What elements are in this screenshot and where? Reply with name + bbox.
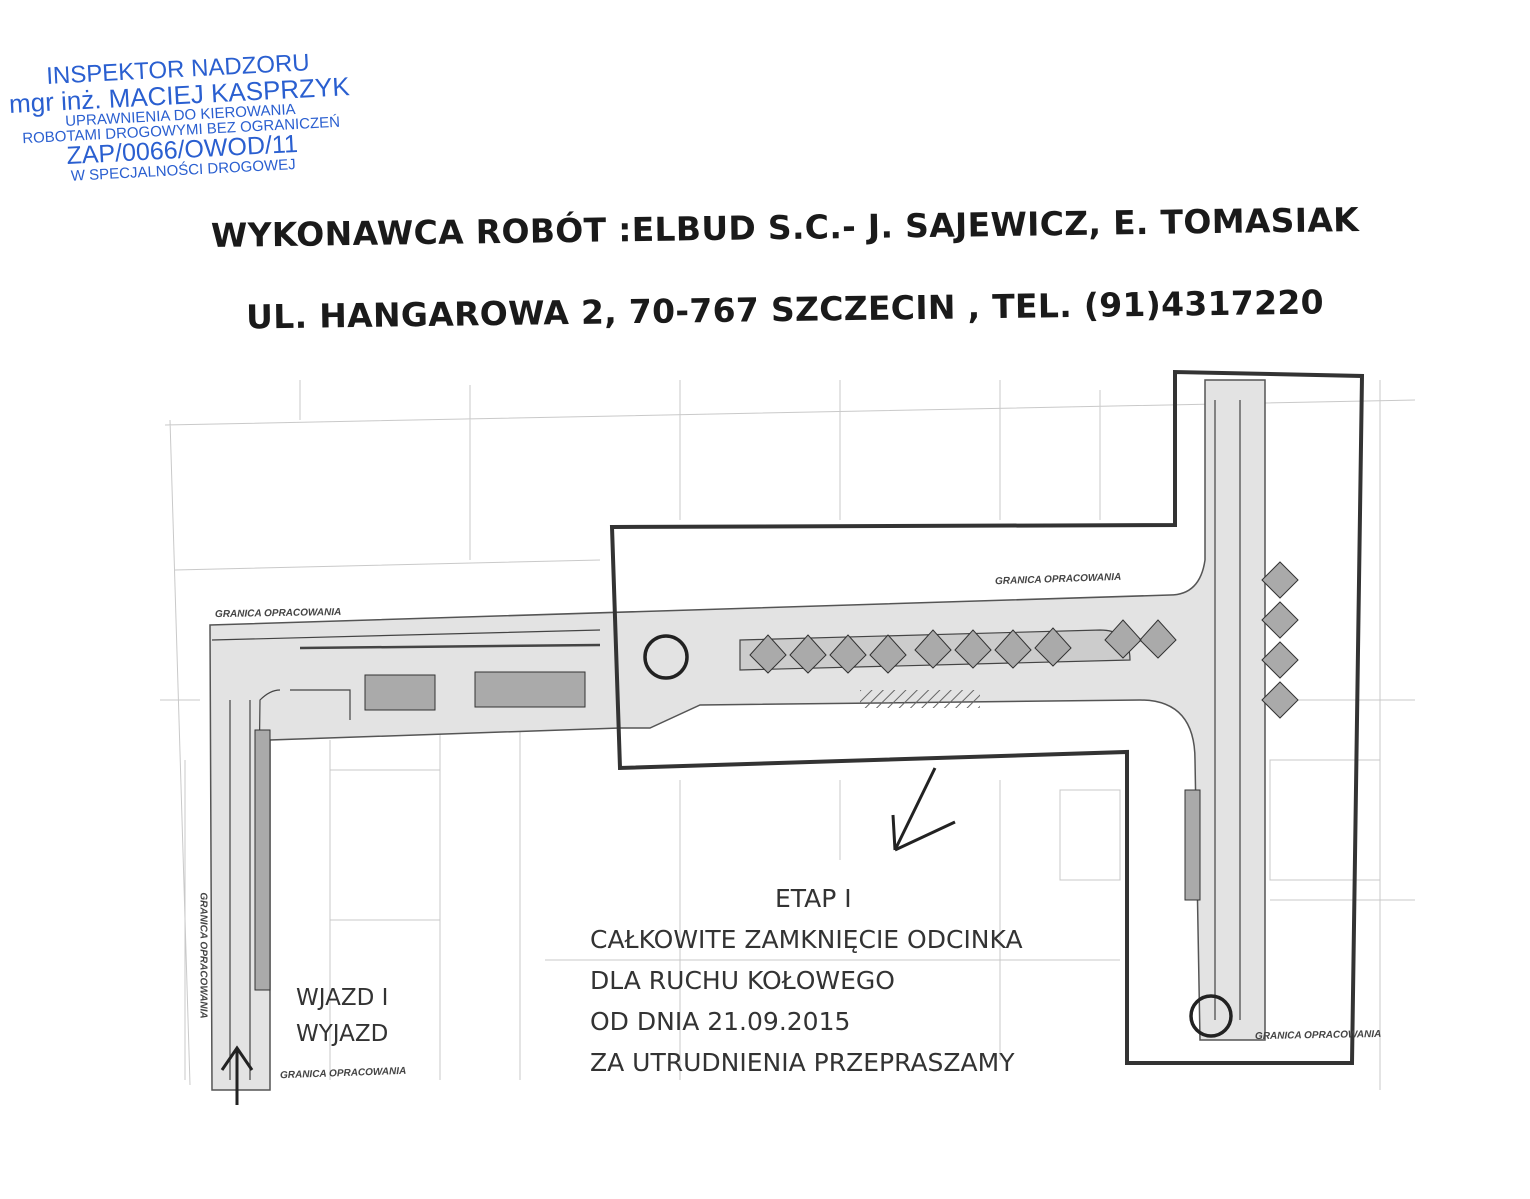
entry-arrow-icon	[220, 1045, 254, 1105]
notice-line: DLA RUCHU KOŁOWEGO	[590, 966, 895, 995]
boundary-label: GRANICA OPRACOWANIA	[214, 606, 342, 621]
circle-marker	[1189, 994, 1233, 1038]
stage-title: ETAP I	[775, 884, 852, 913]
arrow-icon	[891, 767, 956, 852]
circle-marker	[643, 634, 689, 680]
notice-line: ZA UTRUDNIENIA PRZEPRASZAMY	[590, 1048, 1015, 1077]
closure-zone-outline	[609, 369, 1365, 1065]
parking-diamonds	[254, 561, 1299, 991]
entrance-label: WJAZD I WYJAZD	[296, 980, 388, 1052]
boundary-label: GRANICA OPRACOWANIA	[197, 892, 209, 1019]
entrance-line: WJAZD I	[296, 985, 389, 1011]
closure-notice: ETAP I CAŁKOWITE ZAMKNIĘCIE ODCINKA DLA …	[590, 878, 1023, 1083]
notice-line: CAŁKOWITE ZAMKNIĘCIE ODCINKA	[590, 925, 1023, 954]
roads	[209, 379, 1266, 1091]
entrance-line: WYJAZD	[296, 1021, 389, 1047]
boundary-label: GRANICA OPRACOWANIA	[1254, 1028, 1382, 1043]
background-grid	[160, 380, 1416, 1090]
notice-date: OD DNIA 21.09.2015	[590, 1007, 851, 1036]
hatched-area	[860, 690, 980, 708]
